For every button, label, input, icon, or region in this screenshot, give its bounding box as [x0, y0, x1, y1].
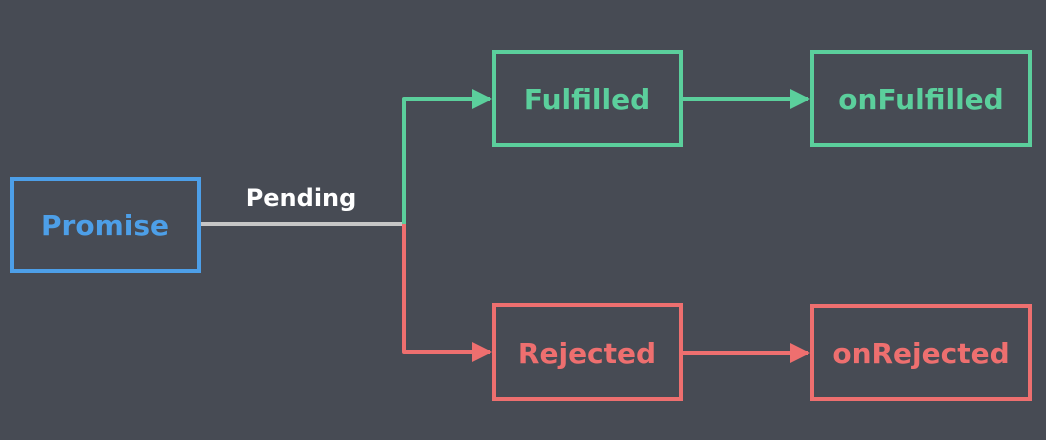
fulfilled-branch-edge — [402, 89, 492, 224]
onfulfilled-label: onFulfilled — [838, 83, 1003, 116]
rejected-node: Rejected — [492, 303, 683, 401]
promise-node: Promise — [10, 177, 201, 273]
onfulfilled-node: onFulfilled — [810, 50, 1032, 147]
pending-label: Pending — [246, 184, 357, 212]
rejected-branch-edge — [402, 224, 492, 362]
onrejected-node: onRejected — [810, 304, 1032, 401]
onrejected-label: onRejected — [832, 337, 1009, 370]
rejected-label: Rejected — [518, 337, 656, 370]
promise-label: Promise — [41, 209, 169, 242]
fulfilled-label: Fulfilled — [524, 83, 650, 116]
fulfilled-node: Fulfilled — [492, 50, 683, 147]
